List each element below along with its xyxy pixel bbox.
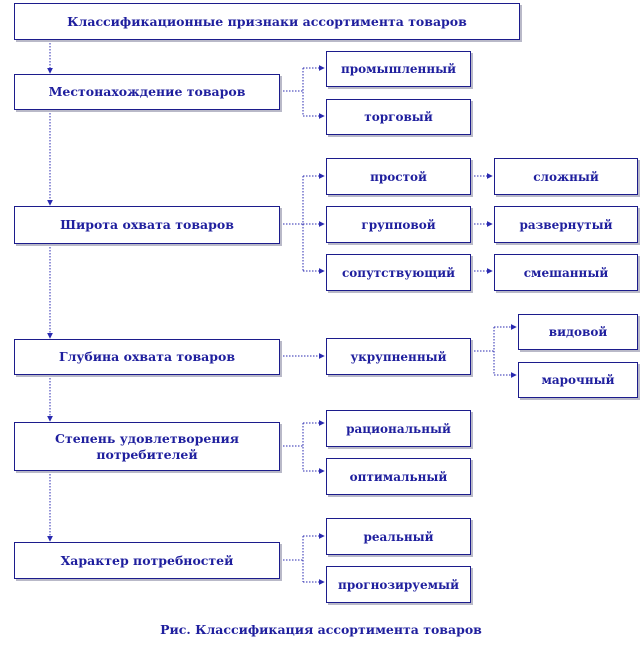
criterion-satisfaction: Степень удовлетворения потребителей <box>14 422 280 471</box>
subtype-complex: сложный <box>494 158 638 195</box>
type-enlarged: укрупненный <box>326 338 471 375</box>
type-real: реальный <box>326 518 471 555</box>
criterion-location: Местонахождение товаров <box>14 74 280 110</box>
type-industrial: промышленный <box>326 51 471 87</box>
criterion-depth: Глубина охвата товаров <box>14 339 280 375</box>
subtype-mixed: смешанный <box>494 254 638 291</box>
type-accompanying: сопутствующий <box>326 254 471 291</box>
type-optimal: оптимальный <box>326 458 471 495</box>
subtype-brand: марочный <box>518 362 638 398</box>
subtype-expanded: развернутый <box>494 206 638 243</box>
subtype-species: видовой <box>518 314 638 350</box>
criterion-needs: Характер потребностей <box>14 542 280 579</box>
type-rational: рациональный <box>326 410 471 447</box>
criterion-breadth: Широта охвата товаров <box>14 206 280 244</box>
type-group: групповой <box>326 206 471 243</box>
type-simple: простой <box>326 158 471 195</box>
diagram-title-box: Классификационные признаки ассортимента … <box>14 3 520 40</box>
type-trade: торговый <box>326 99 471 135</box>
type-forecast: прогнозируемый <box>326 566 471 603</box>
figure-caption: Рис. Классификация ассортимента товаров <box>160 622 482 637</box>
